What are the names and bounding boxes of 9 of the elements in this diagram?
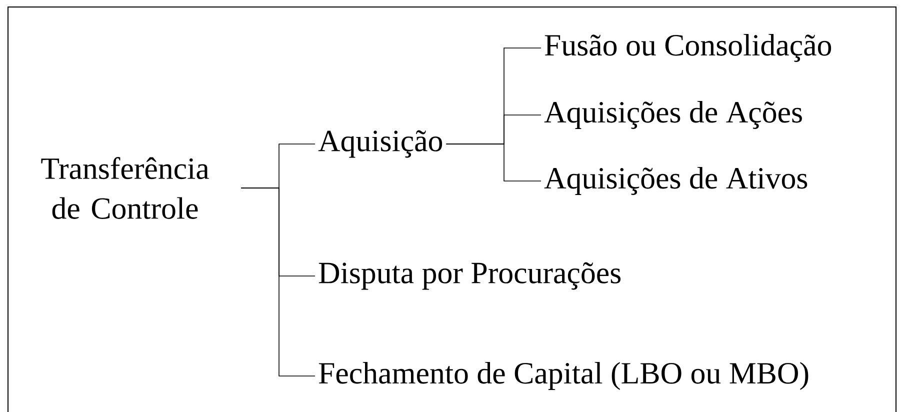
- tree-label: Aquisições de Ações: [544, 101, 802, 129]
- tree-label: Transferência de Controle: [41, 157, 209, 219]
- tree-label: Fusão ou Consolidação: [544, 34, 832, 62]
- tree-label: Aquisição: [318, 130, 442, 158]
- bracket-connector: [240, 188, 316, 376]
- tree-label: Aquisições de Ativos: [544, 167, 808, 195]
- tree-label: Fechamento de Capital (LBO ou MBO): [318, 362, 808, 390]
- tree-label: Disputa por Procurações: [318, 262, 621, 290]
- bracket-connector: [446, 144, 542, 182]
